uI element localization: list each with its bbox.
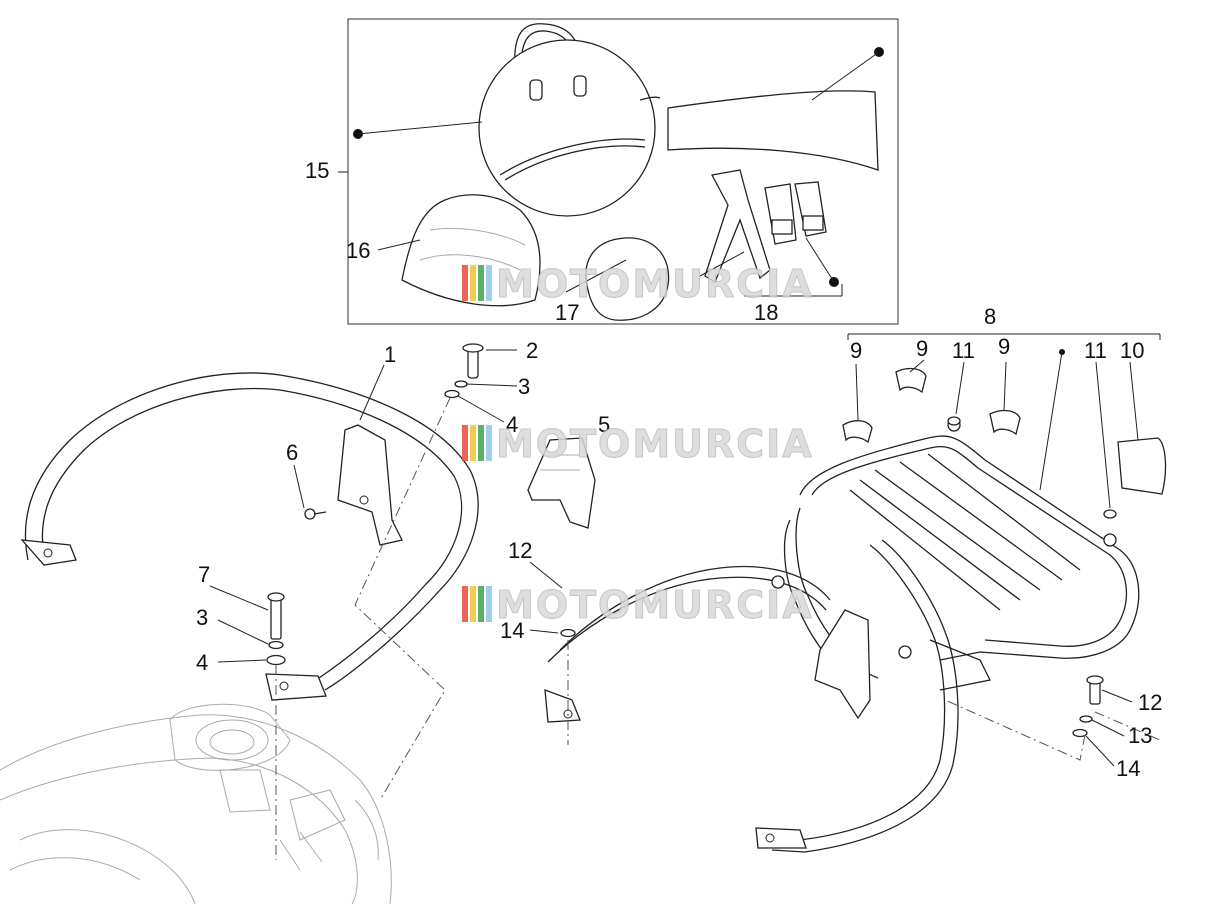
callout-8: 8 [984,304,996,329]
callout-18: 18 [754,300,778,325]
watermark-stripe [478,586,484,622]
washer-14-right [1072,728,1088,738]
watermark-stripe [478,265,484,301]
pin-12-right [1086,675,1104,705]
callout-9-a: 9 [850,338,862,363]
watermark-stripe [470,265,476,301]
watermark-stripe [470,586,476,622]
callout-4-top: 4 [506,412,518,437]
callout-11-b: 11 [1084,338,1107,363]
callout-15: 15 [305,158,329,183]
watermark-bottom: MOTOMURCIA [462,583,814,628]
bracket-5 [527,437,596,529]
watermark-stripe [486,425,492,461]
scooter-body-outline [0,703,392,904]
watermark-stripe [462,425,468,461]
callout-labels: 15 16 17 18 1 2 3 4 5 6 7 3 4 12 14 8 9 … [196,158,1162,781]
leader-lines [209,333,1161,767]
washer-14-centre [560,628,576,638]
callout-5: 5 [598,412,610,437]
watermark-stripe [470,425,476,461]
wheel-cover-bag [478,23,661,217]
callout-1: 1 [384,342,396,367]
watermark-stripe [486,265,492,301]
watermark-stripe [462,265,468,301]
callout-14-right: 14 [1116,756,1140,781]
callout-11-a: 11 [952,338,975,363]
washer-4-top [444,389,460,399]
watermark-logo-text: MOTOMURCIA [496,422,814,466]
bumper-10 [1117,437,1167,495]
cloth-cover [401,194,541,307]
strap-left [764,183,797,245]
callout-10: 10 [1120,338,1144,363]
accessory-kit-box [338,18,899,325]
watermark-stripe [486,586,492,622]
callout-16: 16 [346,238,370,263]
callout-3-top: 3 [518,374,530,399]
callout-13: 13 [1128,723,1152,748]
callout-4-bottom: 4 [196,650,208,675]
callout-7: 7 [198,562,210,587]
assembly-lines [275,397,1161,860]
callout-12-right: 12 [1138,690,1162,715]
stand [704,169,771,283]
pin-2 [462,343,484,379]
washer-4-bottom [266,654,286,666]
callout-9-c: 9 [998,334,1010,359]
callout-9-b: 9 [916,336,928,361]
watermark-middle: MOTOMURCIA [462,422,814,467]
callout-17: 17 [555,300,579,325]
protective-strip [667,90,879,171]
watermark-top: MOTOMURCIA [462,262,814,307]
cap-11-right [1103,509,1117,519]
washer-3-bottom [268,640,284,650]
rear-grab-handle [20,372,479,701]
bumper-9a [842,420,873,444]
callout-6: 6 [286,440,298,465]
watermark-stripe [478,425,484,461]
cap-11-left [947,416,961,426]
bumper-9b [895,367,927,394]
watermark-stripe [462,586,468,622]
luggage-rack [544,418,1140,853]
watermark-logo-text: MOTOMURCIA [496,262,814,306]
callout-2: 2 [526,338,538,363]
helmet-pouch [585,237,670,321]
callout-14-centre: 14 [500,618,524,643]
washer-13-right [1079,715,1093,723]
screw-6 [304,508,327,520]
callout-12-centre: 12 [508,538,532,563]
washer-3-top [454,380,468,388]
bolt-7 [267,592,285,640]
callout-3-bottom: 3 [196,605,208,630]
watermark-logo-text: MOTOMURCIA [496,583,814,627]
bumper-9c [989,409,1021,436]
